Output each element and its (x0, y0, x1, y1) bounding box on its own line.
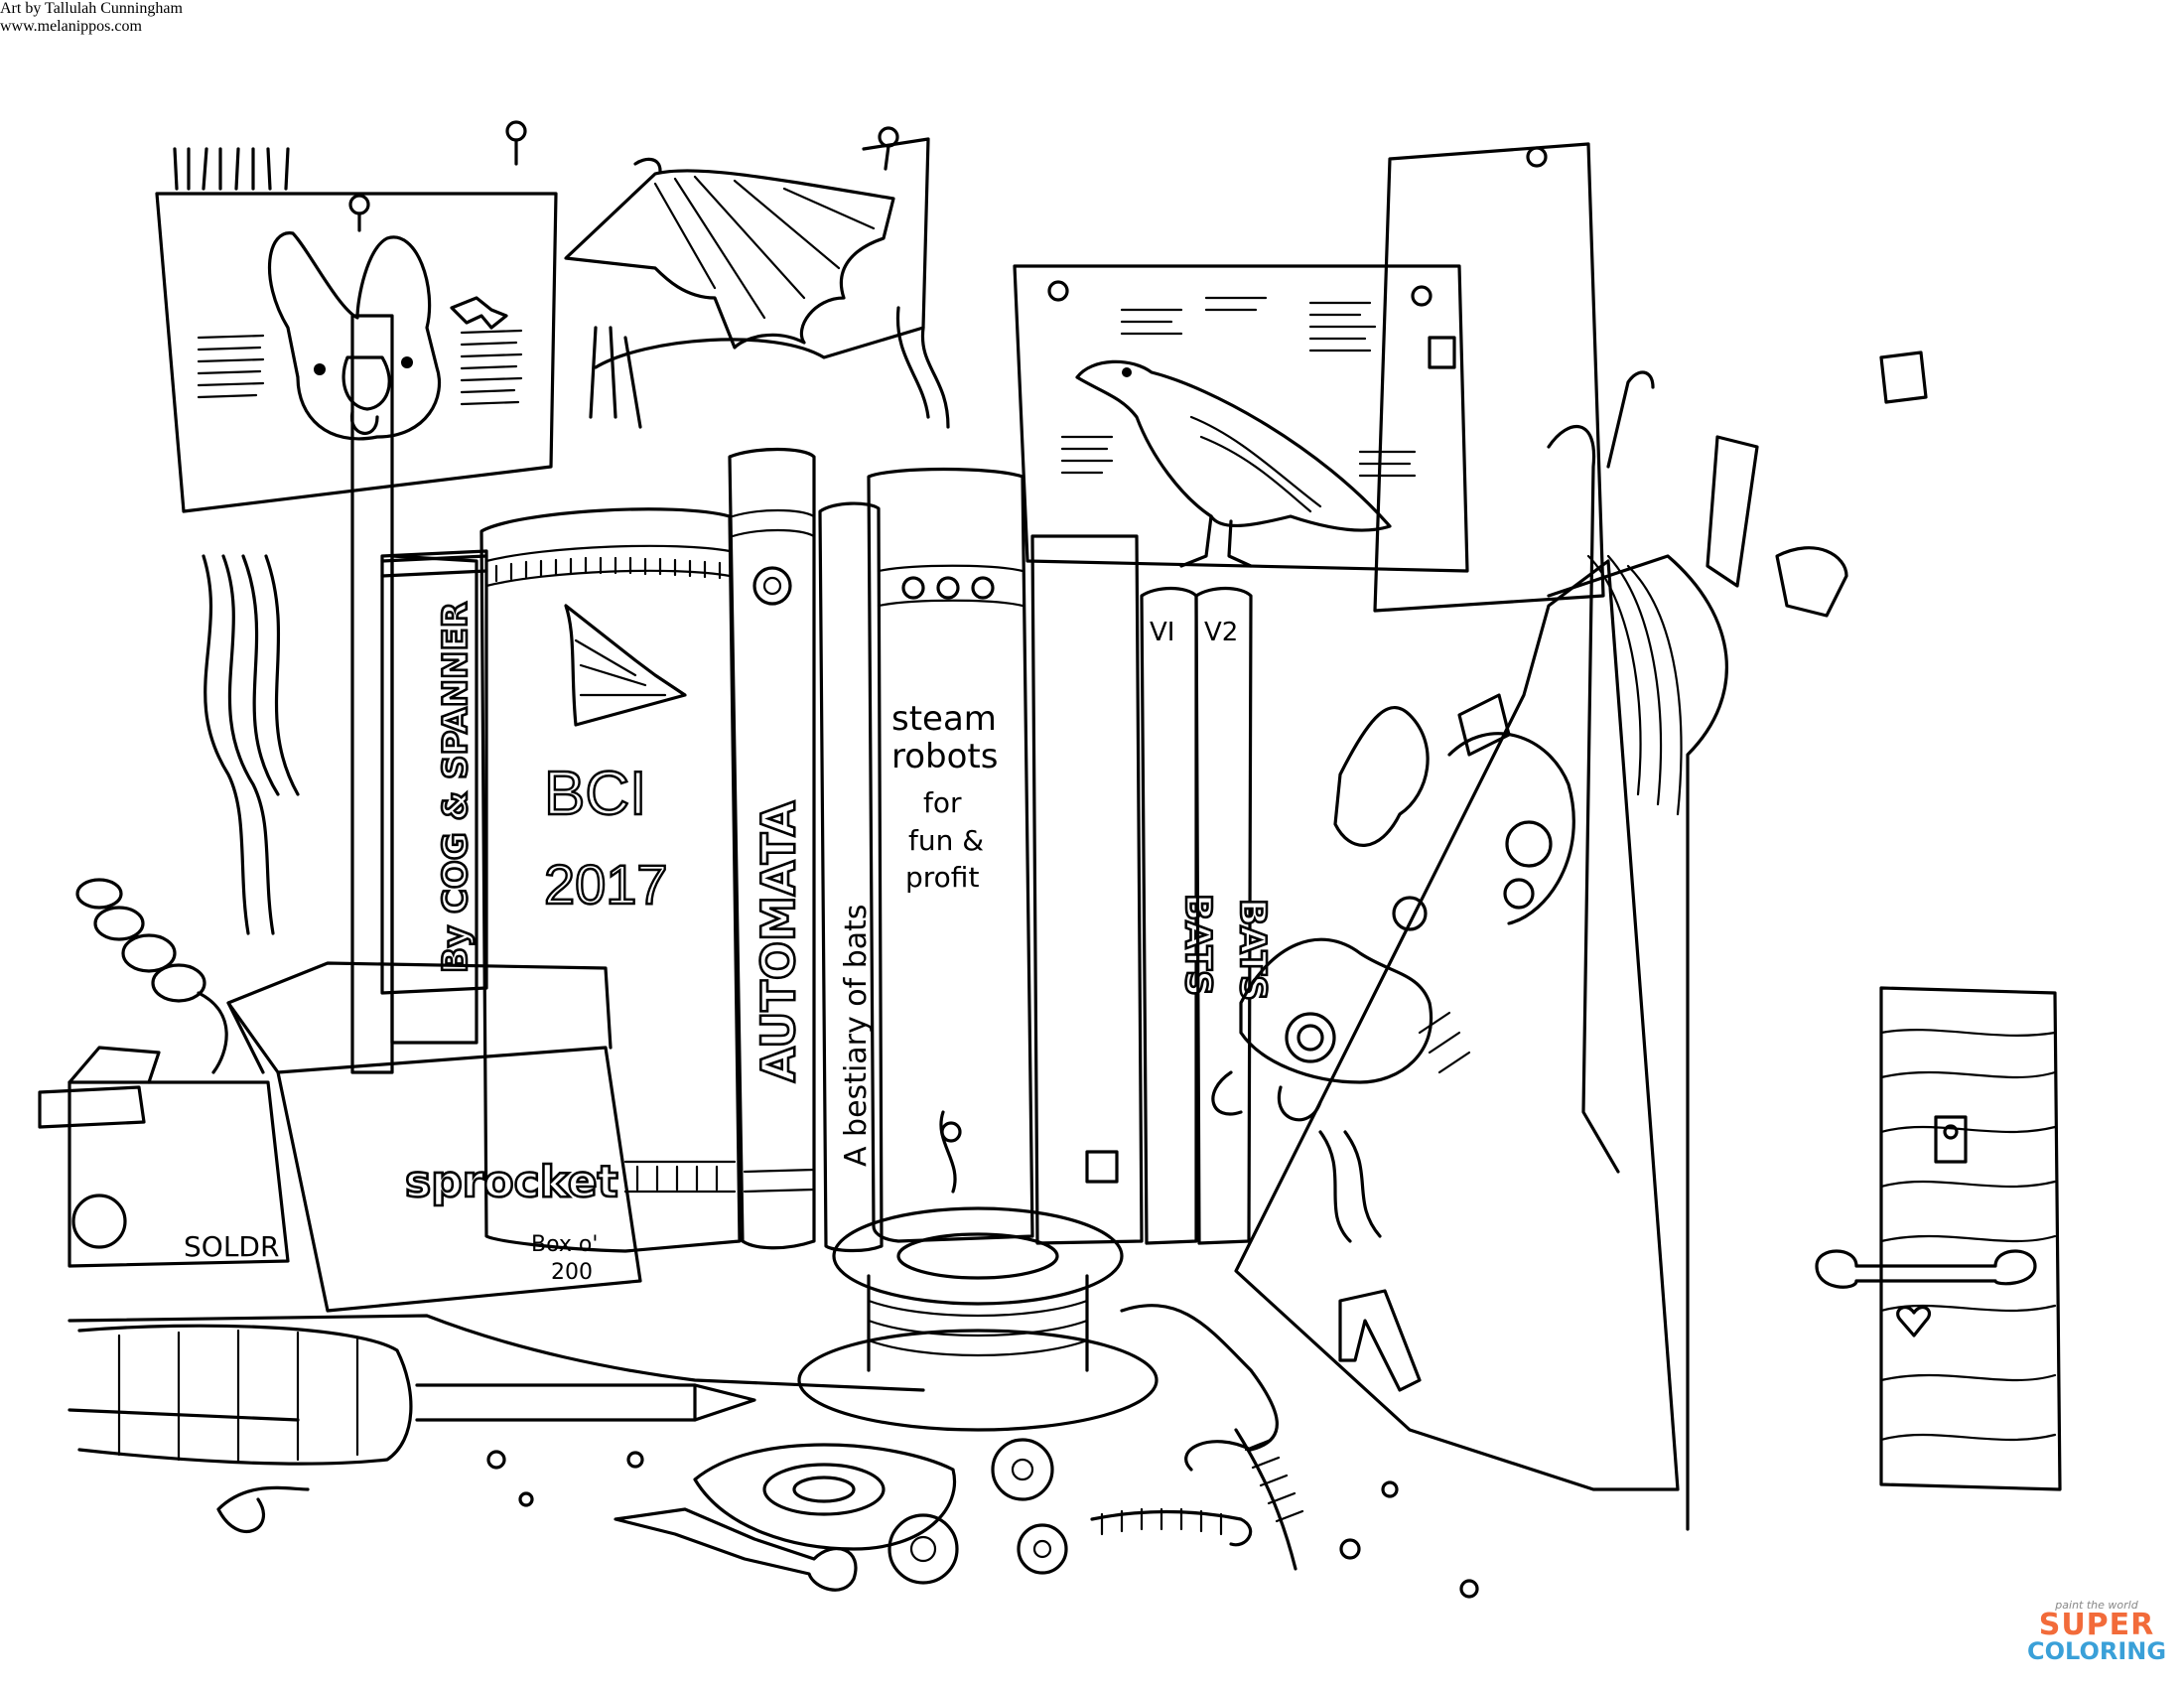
steam-line3: for (923, 786, 962, 819)
vol1-label: VI (1150, 618, 1174, 647)
sprocket-box: sprocket Box o' 200 (226, 961, 642, 1313)
website-credit[interactable]: www.melanippos.com (0, 18, 142, 35)
raven-poster (1013, 142, 1605, 613)
logo-tagline: paint the world (2055, 1599, 2138, 1612)
drawer-chest (1815, 986, 2062, 1491)
book-steam-robots: steam robots for fun & profit (867, 467, 1034, 1243)
vol2-label: V2 (1204, 618, 1238, 647)
book-bats-vol2: V2 BATS (1194, 586, 1274, 1245)
steam-line4: fun & (908, 824, 984, 857)
wire-spool (797, 1206, 1279, 1472)
wall-wires (173, 147, 950, 935)
steam-line2: robots (891, 737, 998, 776)
screwdriver (77, 1324, 756, 1466)
automata-title: AUTOMATA (751, 800, 805, 1082)
steam-line1: steam (891, 699, 997, 739)
book-cog-spanner: By COG & SPANNER (350, 314, 488, 1074)
desk-clutter (38, 1085, 1479, 1599)
box-count-line1: Box o' (531, 1232, 598, 1257)
robot-bat (1211, 351, 1928, 1531)
book-automata: AUTOMATA (728, 447, 816, 1250)
bci-title: BCI (544, 760, 646, 828)
book-plain (1030, 534, 1144, 1245)
bci-year: 2017 (544, 853, 668, 915)
desk-surface (68, 1314, 925, 1422)
bat-face-poster (155, 192, 558, 513)
book-bats-vol1: VI BATS (1140, 586, 1219, 1245)
bat-wing-sketch (505, 120, 930, 369)
box-brand: sprocket (405, 1157, 618, 1207)
super-coloring-logo[interactable]: paint the world SUPER COLORING (2027, 1599, 2166, 1663)
box-count-line2: 200 (551, 1260, 593, 1285)
logo-line2: COLORING (2027, 1637, 2167, 1665)
solder-block: SOLDR (68, 1046, 290, 1268)
bestiary-title: A bestiary of bats (839, 904, 874, 1167)
cog-spanner-title: By COG & SPANNER (436, 602, 476, 973)
steam-line5: profit (905, 861, 979, 894)
logo-line1: SUPER (2038, 1608, 2155, 1642)
spring-coil (75, 878, 228, 1074)
artist-credit: Art by Tallulah Cunningham (0, 0, 183, 17)
solder-label: SOLDR (184, 1230, 279, 1263)
book-bci-2017: BCI 2017 (479, 507, 742, 1253)
